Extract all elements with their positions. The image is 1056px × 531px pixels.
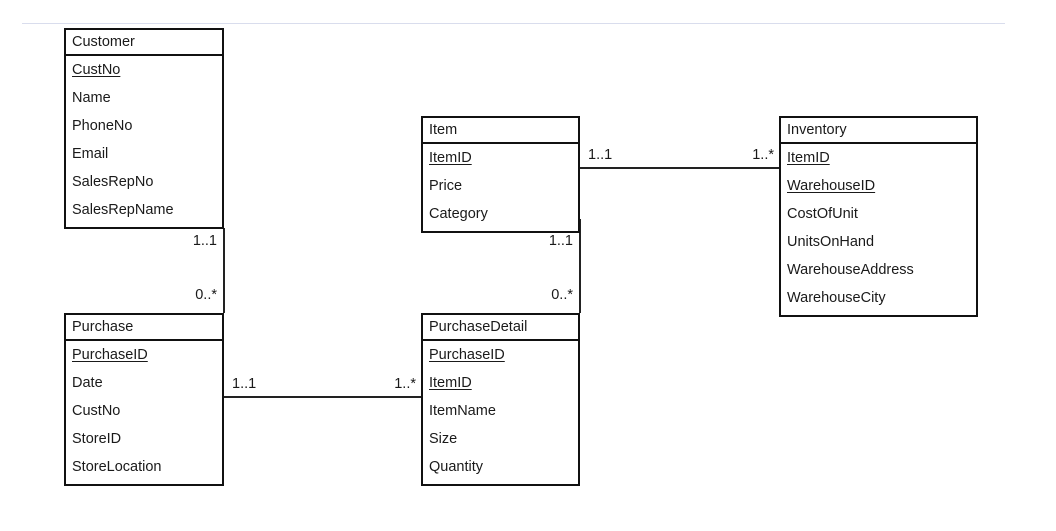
entity-inventory[interactable]: Inventory ItemID WarehouseID CostOfUnit … xyxy=(779,116,978,317)
cardinality-item-inventory-from: 1..1 xyxy=(588,147,613,163)
attribute-detail-purchaseid: PurchaseID xyxy=(429,347,505,363)
attribute-itemid: ItemID xyxy=(429,150,472,166)
attribute-detail-itemid: ItemID xyxy=(429,375,472,391)
entity-customer[interactable]: Customer CustNo Name PhoneNo Email Sales… xyxy=(64,28,224,229)
attribute-warehousecity: WarehouseCity xyxy=(787,290,886,306)
attribute-salesrepno: SalesRepNo xyxy=(72,174,154,190)
attribute-warehouseid: WarehouseID xyxy=(787,178,876,194)
cardinality-customer-purchase-to: 0..* xyxy=(195,287,217,303)
entity-item[interactable]: Item ItemID Price Category xyxy=(421,116,580,233)
cardinality-item-purchasedetail-from: 1..1 xyxy=(548,233,573,249)
cardinality-customer-purchase-from: 1..1 xyxy=(192,233,217,249)
attribute-size: Size xyxy=(429,431,458,447)
attribute-email: Email xyxy=(72,146,109,162)
attribute-unitsonhand: UnitsOnHand xyxy=(787,234,875,250)
entity-purchasedetail-title: PurchaseDetail xyxy=(423,315,578,341)
attribute-inventory-itemid: ItemID xyxy=(787,150,830,166)
cardinality-purchase-purchasedetail-to: 1..* xyxy=(394,376,416,392)
entity-customer-title: Customer xyxy=(66,30,222,56)
page-rule xyxy=(22,23,1005,24)
attribute-phoneno: PhoneNo xyxy=(72,118,133,134)
attribute-category: Category xyxy=(429,206,488,222)
entity-purchase-title: Purchase xyxy=(66,315,222,341)
attribute-storeid: StoreID xyxy=(72,431,122,447)
connector-customer-purchase xyxy=(223,228,225,313)
entity-inventory-title: Inventory xyxy=(781,118,976,144)
attribute-purchase-custno: CustNo xyxy=(72,403,121,419)
entity-purchasedetail-attributes: PurchaseID ItemID ItemName Size Quantity xyxy=(423,341,578,484)
entity-item-title: Item xyxy=(423,118,578,144)
attribute-warehouseaddress: WarehouseAddress xyxy=(787,262,914,278)
entity-purchasedetail[interactable]: PurchaseDetail PurchaseID ItemID ItemNam… xyxy=(421,313,580,486)
entity-item-attributes: ItemID Price Category xyxy=(423,144,578,231)
connector-item-purchasedetail xyxy=(579,219,581,313)
attribute-price: Price xyxy=(429,178,463,194)
attribute-storelocation: StoreLocation xyxy=(72,459,162,475)
entity-inventory-attributes: ItemID WarehouseID CostOfUnit UnitsOnHan… xyxy=(781,144,976,315)
attribute-date: Date xyxy=(72,375,103,391)
entity-customer-attributes: CustNo Name PhoneNo Email SalesRepNo Sal… xyxy=(66,56,222,227)
attribute-itemname: ItemName xyxy=(429,403,496,419)
connector-purchase-purchasedetail xyxy=(223,396,422,398)
attribute-name: Name xyxy=(72,90,111,106)
cardinality-purchase-purchasedetail-from: 1..1 xyxy=(232,376,257,392)
cardinality-item-inventory-to: 1..* xyxy=(752,147,774,163)
attribute-purchaseid: PurchaseID xyxy=(72,347,148,363)
attribute-costofunit: CostOfUnit xyxy=(787,206,858,222)
connector-item-inventory xyxy=(579,167,780,169)
entity-purchase[interactable]: Purchase PurchaseID Date CustNo StoreID … xyxy=(64,313,224,486)
entity-purchase-attributes: PurchaseID Date CustNo StoreID StoreLoca… xyxy=(66,341,222,484)
attribute-custno: CustNo xyxy=(72,62,121,78)
cardinality-item-purchasedetail-to: 0..* xyxy=(551,287,573,303)
attribute-quantity: Quantity xyxy=(429,459,483,475)
attribute-salesrepname: SalesRepName xyxy=(72,202,174,218)
